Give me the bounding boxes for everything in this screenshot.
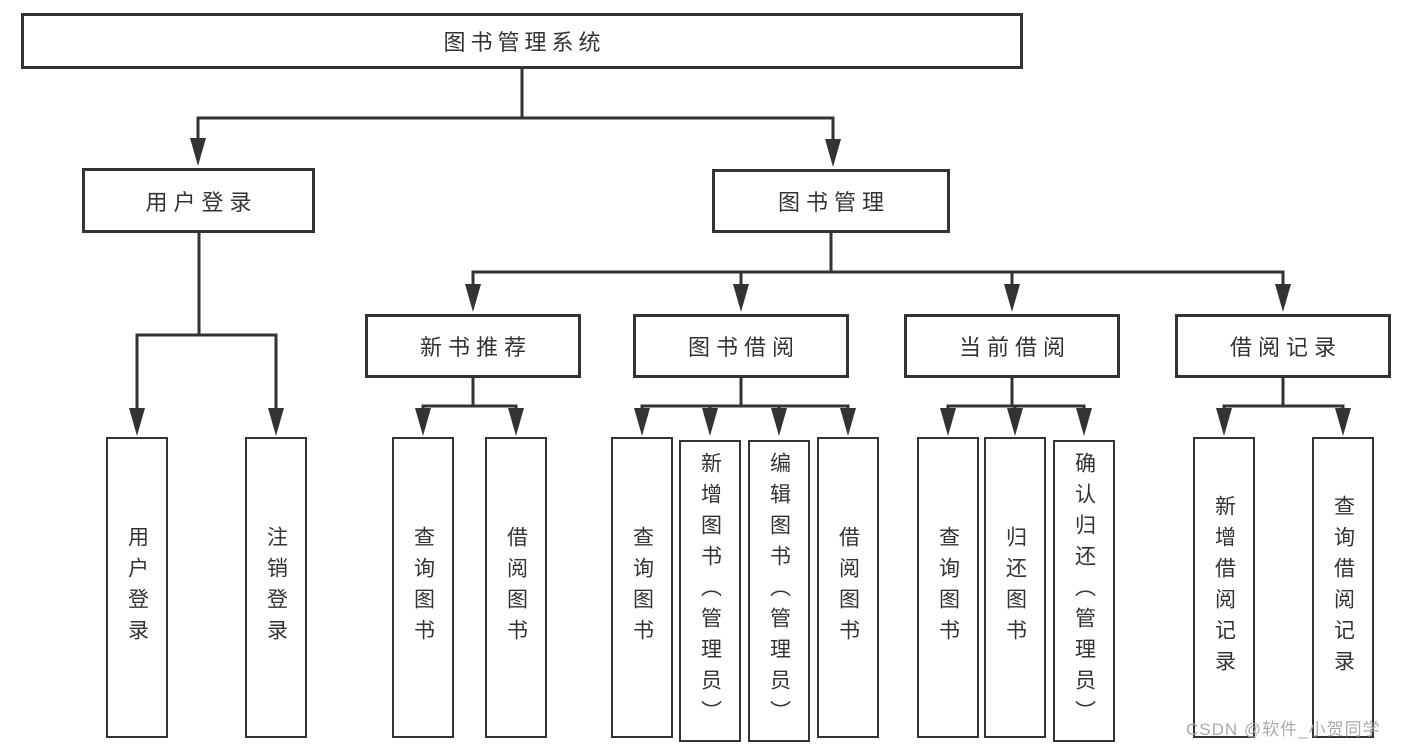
leaf-query-books-recommend-label: 查询图书 bbox=[411, 525, 435, 650]
leaf-edit-books-admin: 编辑图书（管理员） bbox=[748, 440, 810, 742]
leaf-query-books-borrow: 查询图书 bbox=[611, 437, 673, 738]
leaf-borrow-books-recommend: 借阅图书 bbox=[485, 437, 547, 738]
node-book-management: 图书管理 bbox=[712, 169, 950, 233]
leaf-user-login-label: 用户登录 bbox=[125, 525, 149, 650]
leaf-query-books-current: 查询图书 bbox=[917, 437, 979, 738]
node-current-borrow-label: 当前借阅 bbox=[958, 335, 1071, 360]
leaf-query-borrow-record-label: 查询借阅记录 bbox=[1331, 494, 1355, 681]
node-current-borrow: 当前借阅 bbox=[904, 314, 1120, 378]
node-user-login-label: 用户登录 bbox=[145, 189, 258, 215]
leaf-confirm-return-admin-label: 确认归还（管理员） bbox=[1072, 451, 1096, 731]
leaf-query-books-borrow-label: 查询图书 bbox=[630, 525, 654, 650]
leaf-query-books-current-label: 查询图书 bbox=[936, 525, 960, 650]
arrowheads bbox=[129, 138, 1351, 436]
node-borrow-records-label: 借阅记录 bbox=[1229, 335, 1342, 360]
leaf-add-borrow-record: 新增借阅记录 bbox=[1193, 437, 1255, 738]
leaf-user-login: 用户登录 bbox=[106, 437, 168, 738]
node-new-book-recommend: 新书推荐 bbox=[365, 314, 581, 378]
node-book-management-label: 图书管理 bbox=[777, 190, 890, 215]
leaf-query-borrow-record: 查询借阅记录 bbox=[1312, 437, 1374, 738]
node-new-book-recommend-label: 新书推荐 bbox=[419, 335, 532, 360]
leaf-borrow-books-recommend-label: 借阅图书 bbox=[504, 525, 528, 650]
watermark: CSDN @软件_小贺同学 bbox=[1186, 720, 1381, 739]
leaf-add-books-admin-label: 新增图书（管理员） bbox=[698, 451, 722, 731]
node-book-borrow: 图书借阅 bbox=[633, 314, 849, 378]
leaf-add-books-admin: 新增图书（管理员） bbox=[679, 440, 741, 742]
leaf-logout-label: 注销登录 bbox=[264, 525, 288, 650]
node-user-login: 用户登录 bbox=[82, 168, 315, 233]
leaf-edit-books-admin-label: 编辑图书（管理员） bbox=[767, 451, 791, 731]
leaf-confirm-return-admin: 确认归还（管理员） bbox=[1053, 440, 1115, 742]
node-library-system-label: 图书管理系统 bbox=[443, 30, 606, 55]
leaf-return-books: 归还图书 bbox=[984, 437, 1046, 738]
node-book-borrow-label: 图书借阅 bbox=[687, 335, 800, 360]
leaf-add-borrow-record-label: 新增借阅记录 bbox=[1212, 494, 1236, 681]
leaf-return-books-label: 归还图书 bbox=[1003, 525, 1027, 650]
node-borrow-records: 借阅记录 bbox=[1175, 314, 1391, 378]
leaf-query-books-recommend: 查询图书 bbox=[392, 437, 454, 738]
leaf-borrow-books-label: 借阅图书 bbox=[836, 525, 860, 650]
node-library-system: 图书管理系统 bbox=[21, 13, 1023, 69]
leaf-borrow-books: 借阅图书 bbox=[817, 437, 879, 738]
leaf-logout: 注销登录 bbox=[245, 437, 307, 738]
